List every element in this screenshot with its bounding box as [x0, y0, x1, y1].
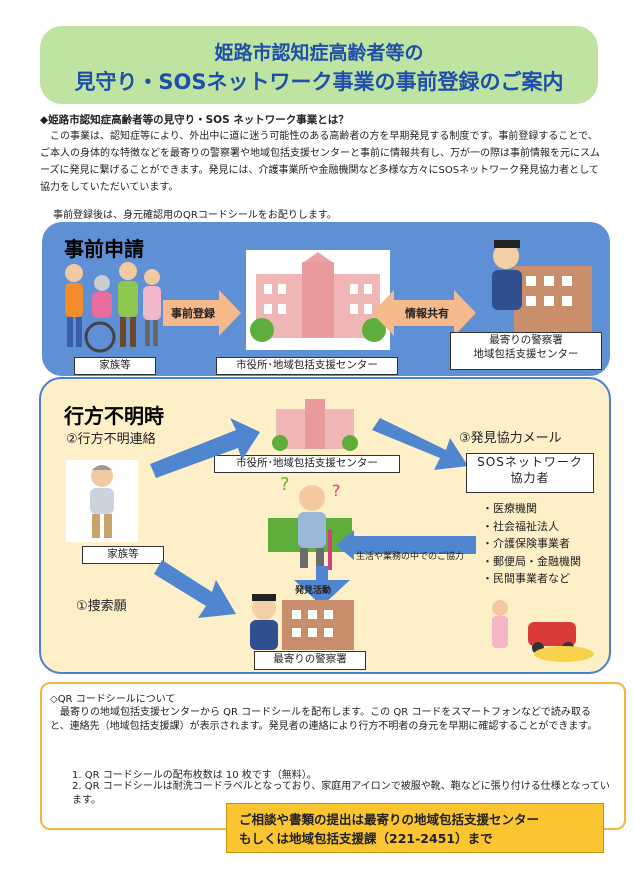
- missing-report-arrow: [150, 418, 260, 478]
- partners-illustration: [492, 600, 594, 662]
- title-banner: 姫路市認知症高齢者等の 見守り・SOSネットワーク事業の事前登録のご案内: [40, 26, 598, 104]
- police-label-line1: 最寄りの警察署: [489, 334, 563, 346]
- discovery-arrow: [294, 566, 350, 606]
- step1-label: ①捜索願: [76, 599, 127, 614]
- police-center-label: 最寄りの警察署 地域包括支援センター: [450, 332, 602, 370]
- intro-note: 事前登録後は、身元確認用のQRコードシールをお配りします。: [53, 210, 337, 221]
- qr-heading: ◇QR コードシールについて: [50, 694, 176, 705]
- family-label-2: 家族等: [82, 546, 164, 564]
- partner-item: ・民間事業者など: [482, 572, 570, 585]
- partner-item: ・郵便局・金融機関: [482, 554, 581, 568]
- info-share-arrow: [372, 290, 476, 336]
- step2-label: ②行方不明連絡: [66, 432, 156, 447]
- partner-list: ・医療機関 ・社会福祉法人 ・介護保険事業者 ・郵便局・金融機関 ・民間事業者な…: [482, 500, 581, 588]
- city-hall-label: 市役所･地域包括支援センター: [216, 357, 398, 375]
- svg-text:?: ?: [332, 481, 341, 500]
- qr-item-2: 2. QR コードシールは耐洗コードラベルとなっており、家庭用アイロンで被服や靴…: [72, 781, 610, 806]
- police-small-illustration: [250, 594, 354, 650]
- missing-title: 行方不明時: [64, 404, 164, 428]
- intro-body: この事業は、認知症等により、外出中に道に迷う可能性のある高齢者の方を早期発見する…: [40, 131, 600, 193]
- registration-arrow: [163, 290, 241, 336]
- qr-body: 最寄りの地域包括支援センターから QR コードシールを配布します。この QR コ…: [50, 707, 598, 732]
- pre-registration-title: 事前申請: [64, 237, 144, 261]
- contact-line-1: ご相談や書類の提出は最寄りの地域包括支援センター: [239, 812, 540, 827]
- city-hall-small-illustration: [272, 399, 358, 451]
- partner-item: ・介護保険事業者: [482, 537, 570, 550]
- svg-text:?: ?: [280, 474, 290, 495]
- intro-heading: ◆姫路市認知症高齢者等の見守り・SOS ネットワーク事業とは？: [40, 114, 349, 126]
- police-label-line2: 地域包括支援センター: [473, 348, 579, 361]
- discovery-label: 発見活動: [295, 586, 332, 596]
- step3-label: ③発見協力メール: [459, 431, 562, 446]
- police-illustration: [492, 240, 592, 332]
- contact-banner: ご相談や書類の提出は最寄りの地域包括支援センター もしくは地域包括支援課（221…: [226, 803, 604, 853]
- family-illustration: [65, 262, 161, 353]
- worried-family-illustration: [66, 460, 138, 542]
- sos-line2: 協力者: [510, 471, 550, 486]
- partner-item: ・医療機関: [482, 502, 537, 515]
- contact-line-2: もしくは地域包括支援課（221-2451）まで: [239, 831, 493, 846]
- police-label-2: 最寄りの警察署: [254, 651, 366, 670]
- sos-network-box: SOSネットワーク 協力者: [466, 453, 594, 493]
- sos-line1: SOSネットワーク: [477, 455, 583, 469]
- daily-cooperation-arrow: [336, 530, 476, 560]
- city-hall-illustration: [246, 250, 390, 350]
- title-line-2: 見守り・SOSネットワーク事業の事前登録のご案内: [74, 70, 564, 94]
- info-share-label: 情報共有: [405, 307, 449, 320]
- city-hall-label-2: 市役所･地域包括支援センター: [214, 455, 400, 473]
- partner-item: ・社会福祉法人: [482, 519, 559, 533]
- qr-item-1: 1. QR コードシールの配布枚数は 10 枚です（無料）。: [72, 770, 317, 781]
- mail-arrow: [372, 418, 468, 470]
- search-request-arrow: [154, 560, 236, 618]
- family-label: 家族等: [74, 357, 156, 375]
- registration-arrow-label: 事前登録: [171, 307, 215, 320]
- daily-cooperation-label: 生活や業務の中でのご協力: [356, 552, 465, 562]
- title-line-1: 姫路市認知症高齢者等の: [214, 42, 424, 64]
